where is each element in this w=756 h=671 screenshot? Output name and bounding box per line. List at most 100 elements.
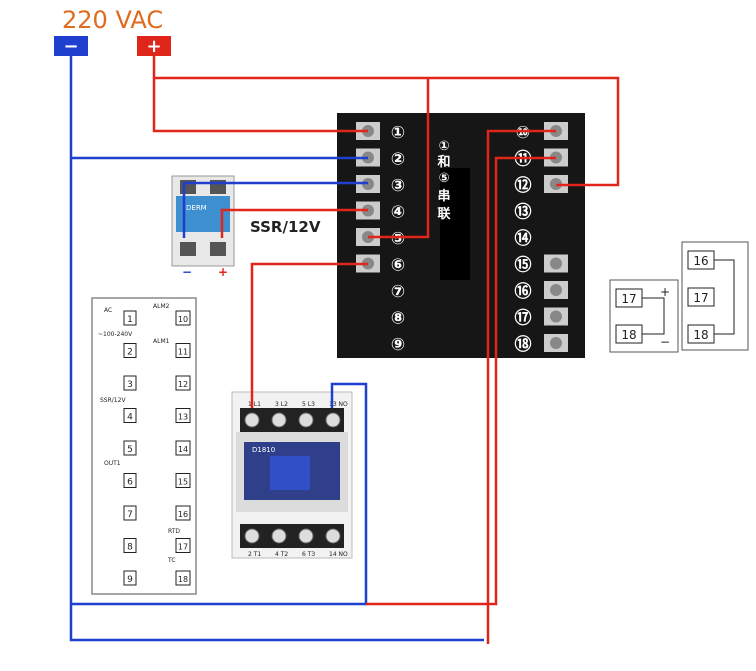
- ssr-plus: +: [218, 265, 228, 279]
- power-minus-label: −: [63, 36, 78, 57]
- schem-right-num: 15: [178, 478, 188, 487]
- controller-window: [440, 168, 470, 280]
- schem-right-num: 14: [178, 445, 188, 454]
- schem-terminal: [123, 408, 137, 423]
- schem-alm2: ALM2: [153, 303, 170, 310]
- schem-terminal: [175, 408, 191, 423]
- screw-icon: [298, 412, 314, 428]
- ssr-module: DERM: [171, 175, 235, 267]
- tc-pin-label: 18: [621, 328, 636, 342]
- contactor-top-label: 5 L3: [302, 401, 315, 408]
- schem-terminal: [175, 343, 191, 358]
- schem-left-num: 6: [127, 478, 133, 488]
- schem-voltage: ~100-240V: [98, 331, 133, 338]
- note-5: 联: [437, 207, 450, 222]
- screw-icon: [244, 412, 260, 428]
- note-4: 串: [437, 188, 450, 204]
- schem-terminal: [175, 310, 191, 326]
- schem-left-num: 7: [127, 510, 133, 520]
- schem-rtd: RTD: [168, 528, 180, 535]
- screw-icon: [550, 310, 562, 323]
- red-wire-t5: [368, 78, 430, 239]
- right-terminal-label: ⑩: [516, 123, 530, 143]
- schem-terminal: [123, 505, 137, 521]
- schem-right-num: 18: [178, 575, 188, 584]
- schem-tc: TC: [167, 557, 176, 564]
- red-wire-t1: [152, 56, 368, 133]
- schem-right-num: 13: [178, 413, 188, 422]
- left-terminal-label: ⑧: [391, 309, 405, 329]
- schem-out: OUT1: [104, 460, 121, 467]
- red-wire-contactor: [250, 262, 368, 408]
- schem-left-num: 5: [127, 445, 133, 455]
- screw-icon: [271, 528, 287, 544]
- screw-icon: [550, 337, 562, 349]
- right-terminal-label: ⑫: [515, 175, 532, 196]
- left-terminal-label: ⑥: [391, 256, 405, 276]
- tc-minus: −: [660, 335, 670, 349]
- left-terminal-label: ⑦: [391, 282, 405, 302]
- contactor-top-label: 13 NO: [329, 401, 348, 408]
- screw-icon: [550, 257, 562, 270]
- rtd-pin-label: 17: [693, 291, 708, 305]
- schem-terminal: [175, 375, 191, 391]
- screw-icon: [271, 412, 287, 428]
- rtd-pin-label: 16: [693, 254, 708, 268]
- power-title: 220 VAC: [62, 6, 163, 34]
- rtd-pin-label: 18: [693, 328, 708, 342]
- left-terminal-label: ⑨: [391, 335, 405, 355]
- screw-icon: [550, 284, 562, 296]
- tc-wire: [642, 297, 665, 335]
- rtd-pin: [687, 287, 715, 307]
- power-plus-terminal: [137, 36, 171, 56]
- ssr-brand: DERM: [186, 204, 207, 212]
- note-3: ⑤: [438, 171, 449, 186]
- right-terminal-label: ⑭: [515, 228, 532, 249]
- blue-wire-main: [69, 56, 484, 642]
- red-wire-t12: [154, 76, 620, 187]
- schem-terminal: [123, 343, 137, 358]
- note-2: 和: [437, 154, 450, 170]
- power-minus-terminal: [54, 36, 88, 56]
- schem-right-num: 12: [178, 380, 188, 389]
- left-terminal-label: ④: [391, 203, 405, 223]
- schem-left-num: 4: [127, 413, 133, 423]
- blue-wire-ssr: [182, 181, 368, 238]
- contactor-bottom-label: 6 T3: [302, 551, 315, 558]
- schem-terminal: [175, 570, 191, 586]
- rtd-wire: [714, 259, 735, 335]
- schem-ssr: SSR/12V: [100, 397, 126, 404]
- schem-terminal: [123, 310, 137, 326]
- contactor-bottom-label: 4 T2: [275, 551, 288, 558]
- right-terminal-label: ⑬: [515, 202, 532, 223]
- schem-terminal: [123, 570, 137, 586]
- schem-terminal: [123, 473, 137, 488]
- red-wire-ssr: [220, 208, 368, 238]
- schem-left-num: 3: [127, 380, 133, 390]
- left-terminal-label: ②: [391, 150, 405, 170]
- contactor-bottom-label: 14 NO: [329, 551, 348, 558]
- schem-right-num: 11: [178, 348, 188, 357]
- left-terminal-label: ③: [391, 176, 405, 196]
- schem-terminal: [175, 440, 191, 456]
- tc-pin-label: 17: [621, 292, 636, 306]
- red-wire-t10: [486, 129, 556, 644]
- note-1: ①: [438, 139, 449, 154]
- left-terminal-label: ⑤: [391, 229, 405, 249]
- right-terminal-label: ⑯: [515, 281, 532, 302]
- schem-right-num: 17: [178, 543, 188, 552]
- ssr-minus: −: [182, 265, 192, 279]
- contactor-top-label: 3 L2: [275, 401, 288, 408]
- schem-alm1: ALM1: [153, 338, 170, 345]
- schem-terminal: [123, 375, 137, 391]
- wires: [69, 56, 620, 644]
- screw-icon: [325, 528, 341, 544]
- right-terminal-label: ⑰: [515, 308, 532, 329]
- schem-right-num: 10: [178, 315, 188, 324]
- schem-left-num: 2: [127, 348, 133, 358]
- schem-terminal: [175, 473, 191, 488]
- schem-ac: AC: [104, 307, 112, 314]
- ssr-label: SSR/12V: [250, 218, 321, 236]
- contactor-model: D1810: [252, 446, 275, 454]
